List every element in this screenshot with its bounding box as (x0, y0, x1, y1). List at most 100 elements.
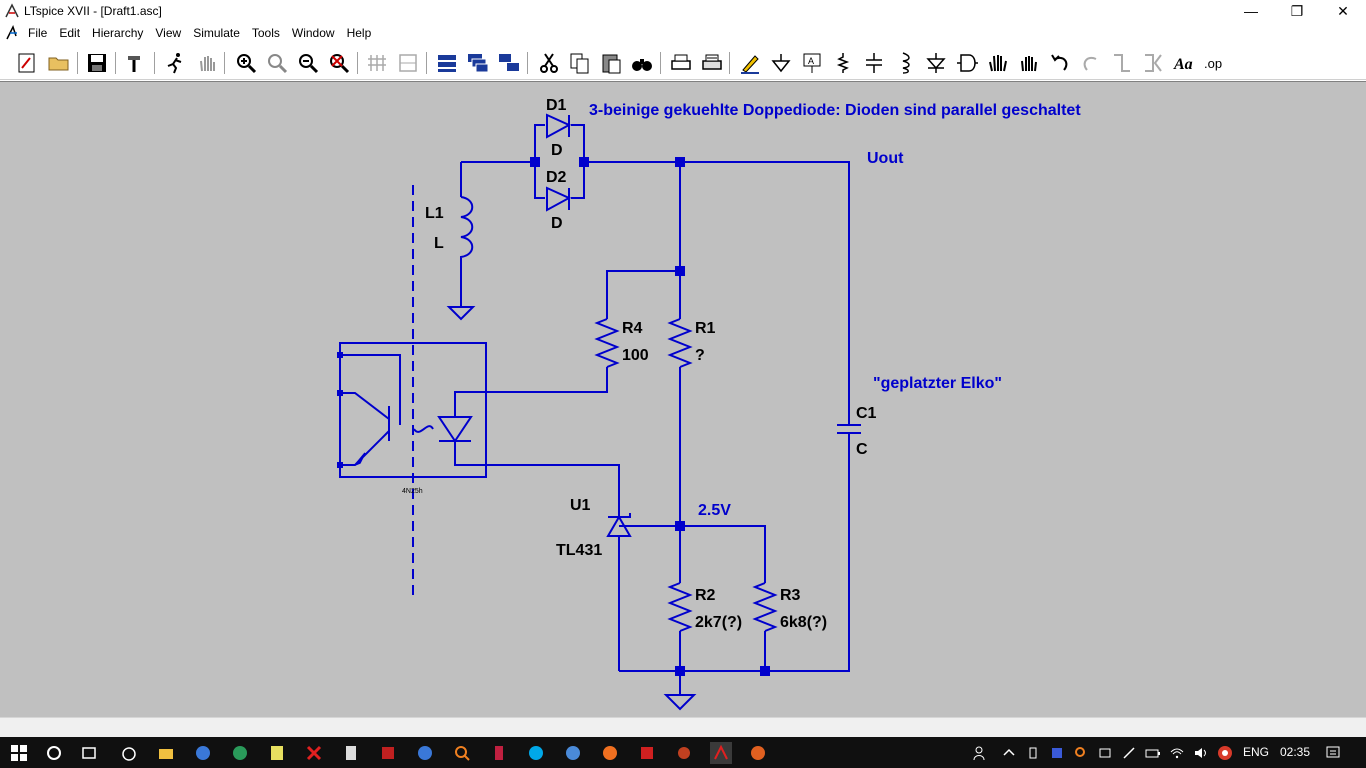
zoom-fit-button[interactable] (326, 50, 352, 76)
tray-chrome[interactable] (1214, 742, 1236, 764)
taskbar-app-x[interactable] (303, 742, 325, 764)
move-button[interactable] (985, 50, 1011, 76)
task-view-button[interactable] (78, 742, 100, 764)
paste-button[interactable] (598, 50, 624, 76)
tile-horizontal-button[interactable] (395, 50, 421, 76)
taskbar-app-misc[interactable] (747, 742, 769, 764)
halt-button[interactable] (194, 50, 220, 76)
language-indicator[interactable]: ENG (1243, 745, 1270, 759)
taskbar-app-ltspice[interactable] (710, 742, 732, 764)
menu-tools[interactable]: Tools (251, 26, 280, 40)
copy-button[interactable] (567, 50, 593, 76)
mirror-button[interactable] (1140, 50, 1166, 76)
capacitor-c1[interactable] (837, 419, 861, 434)
ground-symbol-bottom[interactable] (663, 694, 697, 711)
menu-edit[interactable]: Edit (59, 26, 81, 40)
menu-help[interactable]: Help (346, 26, 372, 40)
arrange-icon (499, 54, 519, 71)
print-button[interactable] (668, 50, 694, 76)
document-icon[interactable] (4, 24, 22, 42)
draw-wire-button[interactable] (737, 50, 763, 76)
diode-d1[interactable] (546, 113, 572, 139)
pan-button[interactable] (264, 50, 290, 76)
resistor-r1[interactable] (667, 318, 693, 368)
text-button[interactable]: Aa (1171, 50, 1197, 76)
print-setup-button[interactable] (699, 50, 725, 76)
close-button[interactable]: ✕ (1337, 2, 1349, 19)
open-button[interactable] (46, 50, 72, 76)
find-button[interactable] (629, 50, 655, 76)
arrange-button[interactable] (496, 50, 522, 76)
undo-button[interactable] (1047, 50, 1073, 76)
tray-battery[interactable] (1142, 742, 1164, 764)
taskbar-app-weather[interactable] (562, 742, 584, 764)
place-ground-button[interactable] (768, 50, 794, 76)
taskbar-app-magnifier[interactable] (451, 742, 473, 764)
place-component-button[interactable] (954, 50, 980, 76)
skype-icon (529, 746, 543, 760)
save-button[interactable] (84, 50, 110, 76)
zoom-in-button[interactable] (233, 50, 259, 76)
tile-windows-button[interactable] (434, 50, 460, 76)
place-inductor-button[interactable] (892, 50, 918, 76)
people-button[interactable] (968, 742, 990, 764)
taskbar-app-browser1[interactable] (192, 742, 214, 764)
inductor-l1[interactable] (460, 196, 474, 259)
tray-app1[interactable] (1046, 742, 1068, 764)
label-net-button[interactable]: A (799, 50, 825, 76)
optocoupler-led[interactable] (413, 416, 473, 443)
resistor-r2[interactable] (667, 582, 693, 632)
tray-wifi[interactable] (1166, 742, 1188, 764)
redo-button[interactable] (1078, 50, 1104, 76)
menu-simulate[interactable]: Simulate (193, 26, 240, 40)
tray-usb[interactable] (1022, 742, 1044, 764)
rotate-button[interactable] (1109, 50, 1135, 76)
run-button[interactable] (162, 50, 188, 76)
resistor-r3[interactable] (752, 582, 778, 632)
resistor-r4[interactable] (594, 318, 620, 368)
taskbar-app-notepad[interactable] (266, 742, 288, 764)
taskbar-app-pdf[interactable] (636, 742, 658, 764)
cascade-button[interactable] (465, 50, 491, 76)
ground-symbol-left[interactable] (446, 306, 476, 321)
taskbar-app-search[interactable] (414, 742, 436, 764)
place-diode-button[interactable] (923, 50, 949, 76)
control-panel-button[interactable] (123, 50, 149, 76)
schematic-canvas[interactable]: 3-beinige gekuehlte Doppediode: Dioden s… (0, 81, 1366, 717)
tray-volume[interactable] (1190, 742, 1212, 764)
menu-window[interactable]: Window (291, 26, 335, 40)
menu-file[interactable]: File (28, 26, 48, 40)
show-hidden-icons-button[interactable] (998, 742, 1020, 764)
taskbar-app-red[interactable] (377, 742, 399, 764)
maximize-button[interactable]: ❐ (1290, 2, 1304, 19)
action-center-button[interactable] (1322, 742, 1344, 764)
tray-app2[interactable] (1070, 742, 1092, 764)
taskbar-app-firefox[interactable] (599, 742, 621, 764)
taskbar-app-skype[interactable] (525, 742, 547, 764)
schematic-drawing[interactable]: 3-beinige gekuehlte Doppediode: Dioden s… (0, 82, 1366, 718)
menu-hierarchy[interactable]: Hierarchy (92, 26, 144, 40)
tile-vertical-button[interactable] (364, 50, 390, 76)
menu-view[interactable]: View (155, 26, 182, 40)
new-schematic-button[interactable] (14, 50, 40, 76)
start-button[interactable] (8, 742, 30, 764)
zoom-out-button[interactable] (295, 50, 321, 76)
taskbar-app-gear[interactable] (673, 742, 695, 764)
cut-button[interactable] (536, 50, 562, 76)
taskbar-app-alarm[interactable] (118, 742, 140, 764)
diode-d2[interactable] (546, 186, 572, 212)
taskbar-app-calculator[interactable] (340, 742, 362, 764)
tray-app4[interactable] (1118, 742, 1140, 764)
search-button[interactable] (43, 742, 65, 764)
taskbar-app-explorer[interactable] (155, 742, 177, 764)
place-resistor-button[interactable] (830, 50, 856, 76)
place-capacitor-button[interactable] (861, 50, 887, 76)
taskbar-app-mobile[interactable] (488, 742, 510, 764)
tl431-u1[interactable] (606, 513, 632, 537)
minimize-button[interactable]: — (1244, 3, 1258, 19)
clock[interactable]: 02:35 (1280, 745, 1311, 759)
drag-button[interactable] (1016, 50, 1042, 76)
tray-app3[interactable] (1094, 742, 1116, 764)
spice-directive-button[interactable]: .op (1202, 50, 1228, 76)
taskbar-app-browser2[interactable] (229, 742, 251, 764)
